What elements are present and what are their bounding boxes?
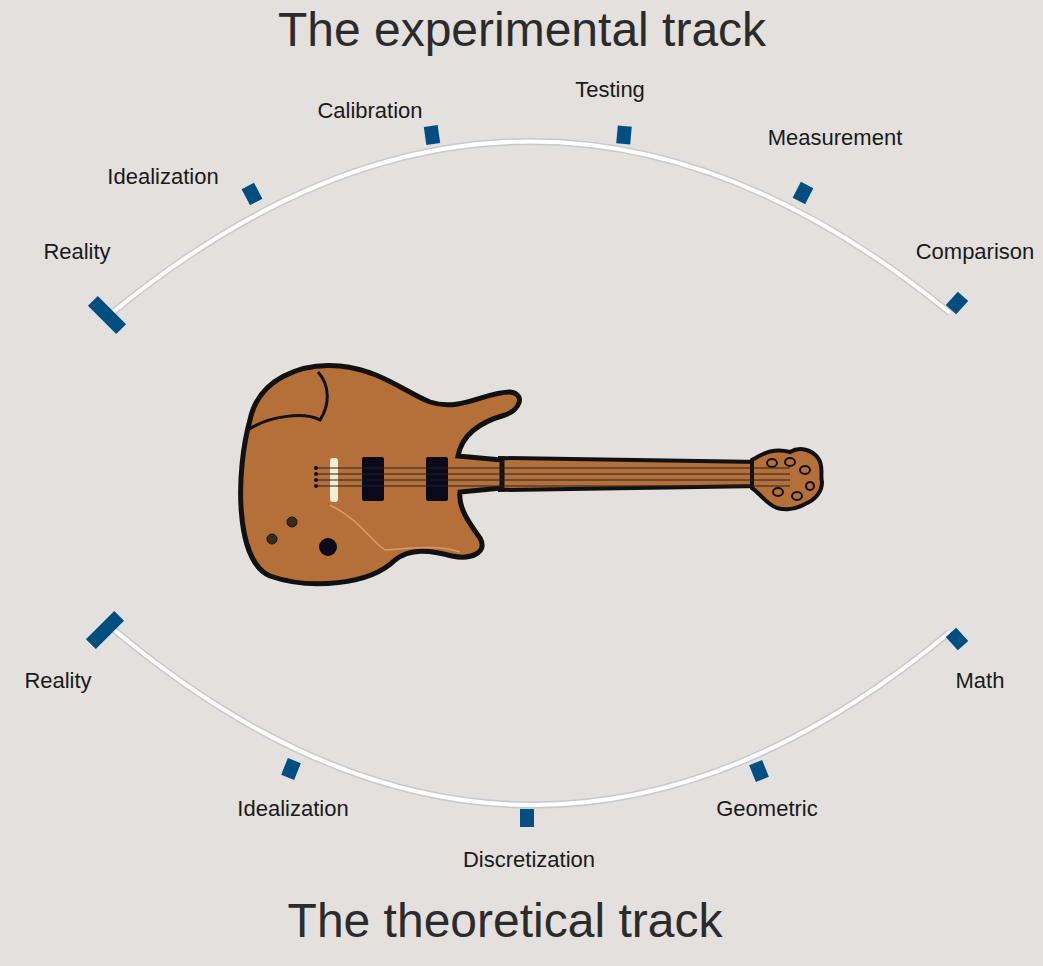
stage-label: Discretization (463, 847, 595, 873)
stage-label: Geometric (716, 796, 817, 822)
theoretical-arc (112, 628, 950, 805)
stage-label: Calibration (317, 98, 422, 124)
stage-label: Measurement (768, 125, 903, 151)
tick-marks (86, 125, 968, 827)
stage-label: Comparison (916, 239, 1035, 265)
guitar (241, 365, 822, 583)
stage-label: Idealization (107, 164, 218, 190)
stage-label: Reality (43, 239, 110, 265)
track-title: The theoretical track (288, 893, 723, 948)
stage-label: Idealization (237, 796, 348, 822)
experimental-arc (112, 142, 950, 314)
stage-label: Math (956, 668, 1005, 694)
stage-label: Testing (575, 77, 645, 103)
track-title: The experimental track (278, 2, 766, 57)
stage-label: Reality (24, 668, 91, 694)
